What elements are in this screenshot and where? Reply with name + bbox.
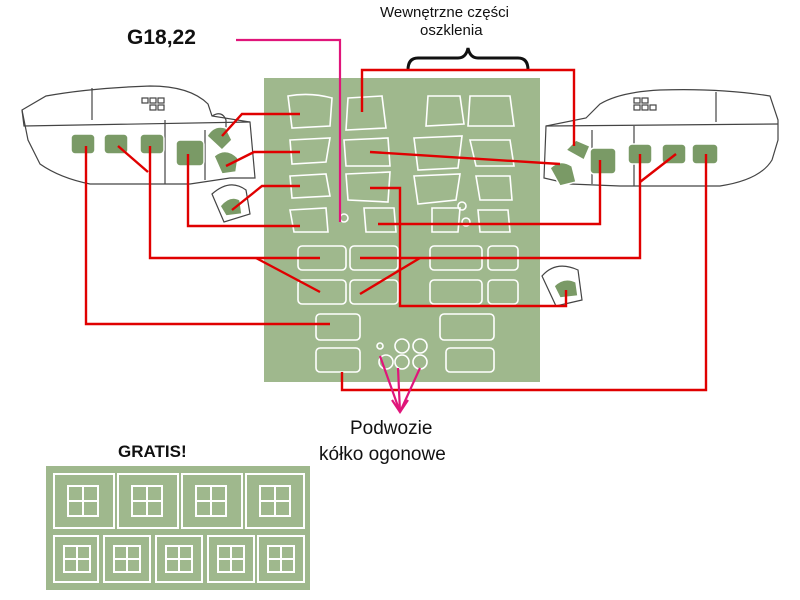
inner-glass-label-line2: oszklenia — [420, 22, 483, 39]
leader-lines-magenta — [236, 38, 422, 414]
left-window-1 — [70, 133, 96, 155]
left-window-3 — [139, 133, 165, 155]
gratis-title: GRATIS! — [118, 442, 187, 461]
left-canopy-hatch — [141, 97, 149, 104]
right-window-5 — [564, 139, 591, 162]
gratis-sheet — [46, 466, 310, 590]
right-window-6 — [549, 161, 577, 187]
mask-sheet — [264, 78, 540, 382]
right-canopy-view — [543, 89, 779, 187]
left-lower-part — [211, 184, 251, 223]
right-window-4 — [589, 147, 617, 175]
inner-glass-label-line1: Wewnętrzne części — [380, 4, 509, 21]
leader-lines-red — [84, 68, 708, 392]
left-canopy-windows — [70, 126, 239, 175]
landing-gear-label-line1: Podwozie — [350, 418, 433, 439]
left-window-4 — [175, 139, 205, 167]
right-lower-part — [541, 265, 583, 307]
landing-gear-label-line2: kółko ogonowe — [319, 444, 446, 465]
inner-glass-bracket — [406, 47, 530, 71]
left-window-6 — [213, 150, 239, 175]
mask-code-label: G18,22 — [127, 26, 196, 49]
